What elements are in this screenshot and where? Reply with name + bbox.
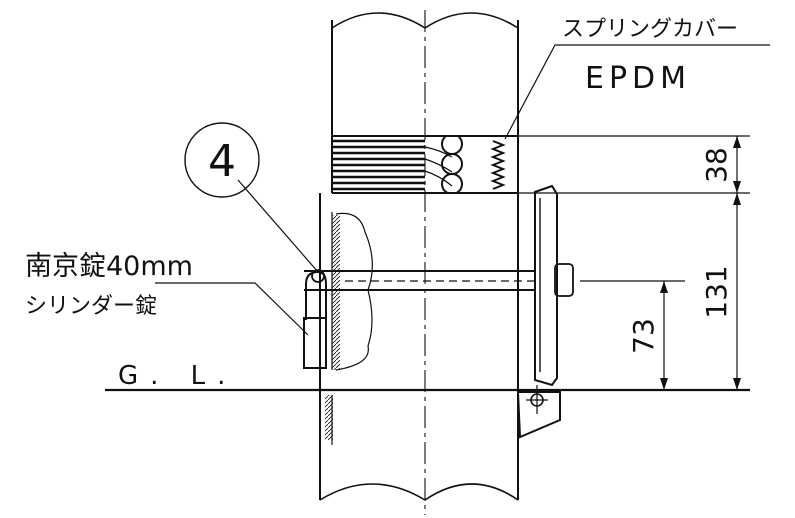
dimension-73: 73 (627, 318, 660, 354)
ground-bracket (516, 385, 561, 439)
handle-plate (534, 184, 574, 387)
dimension-38: 38 (700, 147, 733, 183)
material-label: EPDM (585, 61, 691, 96)
dimension-lines (505, 135, 750, 390)
leader-lines (155, 44, 770, 336)
dimension-131: 131 (700, 265, 733, 318)
callout-number: 4 (208, 136, 236, 187)
lower-post (319, 193, 519, 501)
spring-coil (331, 136, 519, 194)
padlock (303, 270, 327, 369)
lock-name-label: 南京錠40mm (25, 251, 193, 282)
callout-circle (184, 122, 260, 198)
lock-bar (304, 269, 535, 291)
lock-type-label: シリンダー錠 (25, 294, 157, 319)
ground-level-label: G. L. (118, 361, 237, 391)
spring-cover-label: スプリングカバー (562, 17, 738, 42)
